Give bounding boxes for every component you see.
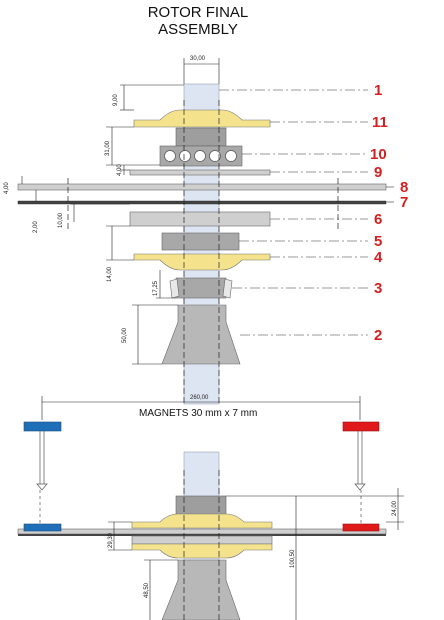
spacer-6 [129, 211, 271, 227]
dim-shaft-width: 30,00 [190, 56, 206, 62]
hub-block [175, 127, 227, 147]
dim-24: 24,00 [392, 500, 398, 516]
assembled-yellow-disc-top [131, 513, 273, 529]
assembled-rotor-plate [17, 528, 387, 535]
exploded-assembly: 1 11 10 9 8 7 6 5 4 3 2 [4, 56, 408, 405]
part-number: 11 [372, 114, 388, 131]
yellow-disc-top [133, 109, 271, 128]
holes [164, 150, 237, 162]
part-number: 3 [374, 280, 382, 297]
rotor-plate-7 [17, 200, 387, 205]
bearing-clip-right [222, 278, 233, 299]
assembled-hub-block [175, 495, 227, 517]
dim-14: 14,00 [107, 266, 113, 282]
spacer-plate-9 [129, 169, 271, 176]
hub-5 [161, 232, 240, 251]
part-number: 10 [370, 146, 387, 163]
part-number: 1 [374, 82, 382, 99]
magnet-blue-top [23, 421, 62, 432]
assembled-spacer [131, 535, 273, 545]
title-line-1: ROTOR FINAL [147, 4, 249, 21]
part-number: 6 [374, 211, 382, 228]
title-line-2: ASSEMBLY [158, 21, 238, 38]
magnets-caption: MAGNETS 30 mm x 7 mm [139, 408, 257, 419]
yellow-disc-bottom [133, 253, 271, 271]
rotor-plate-8 [17, 183, 387, 191]
dim-31: 31,00 [105, 140, 111, 156]
part-number: 2 [374, 327, 382, 344]
part-number: 9 [374, 164, 382, 181]
part-number: 4 [374, 249, 383, 266]
assembled-dark-plate [18, 534, 386, 536]
magnet-blue-installed [23, 523, 62, 532]
dim-4a: 4,00 [117, 164, 123, 176]
dim-50: 50,00 [122, 327, 128, 343]
bearing-3 [175, 277, 227, 299]
dim-48: 48,50 [144, 582, 150, 598]
final-assembly: 260,00 MAGNETS 30 mm x 7 mm [17, 395, 404, 620]
bearing-clip-left [169, 278, 180, 299]
dim-10: 10,00 [58, 212, 64, 228]
assembled-stand [161, 559, 241, 620]
part-number: 8 [400, 179, 408, 196]
assembled-yellow-disc-bottom [131, 543, 273, 559]
dim-4b: 4,00 [4, 182, 10, 194]
dim-260: 260,00 [190, 395, 209, 401]
part-number: 5 [374, 233, 382, 250]
part-number: 7 [400, 194, 408, 211]
dim-100: 100,50 [290, 549, 296, 568]
magnet-red-installed [342, 523, 380, 532]
dim-17: 17,25 [153, 280, 159, 296]
dim-2: 2,00 [33, 221, 39, 233]
stand-2 [161, 304, 241, 365]
magnet-red-top [342, 421, 380, 432]
dim-29: 29,30 [108, 532, 114, 548]
dim-9: 9,00 [113, 94, 119, 106]
